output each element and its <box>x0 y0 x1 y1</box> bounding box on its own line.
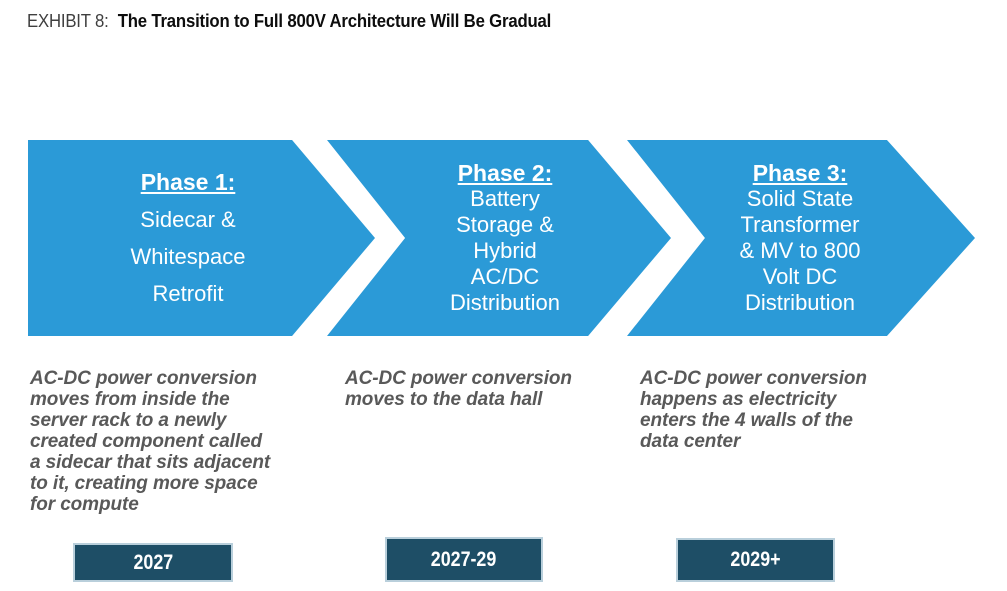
phase-2-line: AC/DC <box>470 264 540 289</box>
phase-3-line: Volt DC <box>762 264 838 289</box>
phase-2-line: Hybrid <box>473 238 537 263</box>
phase-3-line: Solid State <box>746 186 854 211</box>
phase-1-arrow-shape <box>28 140 375 336</box>
phase-2-line: Distribution <box>449 290 561 315</box>
phase-2-line: Battery <box>470 186 540 211</box>
phase-1-label-block: Phase 1: Sidecar & Whitespace Retrofit <box>28 140 348 336</box>
phase-2-year-box: 2027-29 <box>385 537 543 582</box>
description-line: AC-DC power conversion <box>345 368 572 389</box>
phase-1-line: Whitespace <box>130 244 246 269</box>
description-line: happens as electricity <box>640 389 837 410</box>
description-line: created component called <box>30 431 263 452</box>
phase-2-heading: Phase 2: <box>457 160 553 186</box>
description-line: to it, creating more space <box>30 473 258 494</box>
description-line: moves to the data hall <box>345 389 543 410</box>
phase-3-description: AC-DC power conversion happens as electr… <box>640 368 867 452</box>
page-title: The Transition to Full 800V Architecture… <box>117 11 552 31</box>
phase-3-line: Transformer <box>740 212 860 237</box>
description-line: server rack to a newly <box>30 410 227 431</box>
phase-3-line: & MV to 800 <box>739 238 861 263</box>
phase-3-line: Distribution <box>744 290 856 315</box>
phase-1-line: Sidecar & <box>140 207 236 232</box>
phase-1-heading: Phase 1: <box>140 169 236 195</box>
description-line: data center <box>640 431 741 452</box>
phase-2-label-block: Phase 2: Battery Storage & Hybrid AC/DC … <box>345 140 665 336</box>
phase-3-year-box: 2029+ <box>676 538 835 582</box>
phase-1-description: AC-DC power conversion moves from inside… <box>30 368 270 515</box>
exhibit-label: EXHIBIT 8: <box>27 11 109 31</box>
phase-3-label-block: Phase 3: Solid State Transformer & MV to… <box>640 140 960 336</box>
phase-3-heading: Phase 3: <box>752 160 848 186</box>
phase-1-year-box: 2027 <box>73 543 233 582</box>
description-line: AC-DC power conversion <box>640 368 867 389</box>
exhibit-header: EXHIBIT 8: The Transition to Full 800V A… <box>27 11 551 32</box>
phase-2-description: AC-DC power conversion moves to the data… <box>345 368 572 410</box>
phase-1-year-label: 2027 <box>133 550 173 574</box>
description-line: enters the 4 walls of the <box>640 410 853 431</box>
description-line: for compute <box>30 494 139 515</box>
description-line: a sidecar that sits adjacent <box>30 452 271 473</box>
phase-1-line: Retrofit <box>152 281 224 306</box>
phase-2-line: Storage & <box>456 212 554 237</box>
description-line: moves from inside the <box>30 389 230 410</box>
phase-3-year-label: 2029+ <box>730 548 781 571</box>
description-line: AC-DC power conversion <box>30 368 257 389</box>
phase-2-year-label: 2027-29 <box>431 547 497 571</box>
